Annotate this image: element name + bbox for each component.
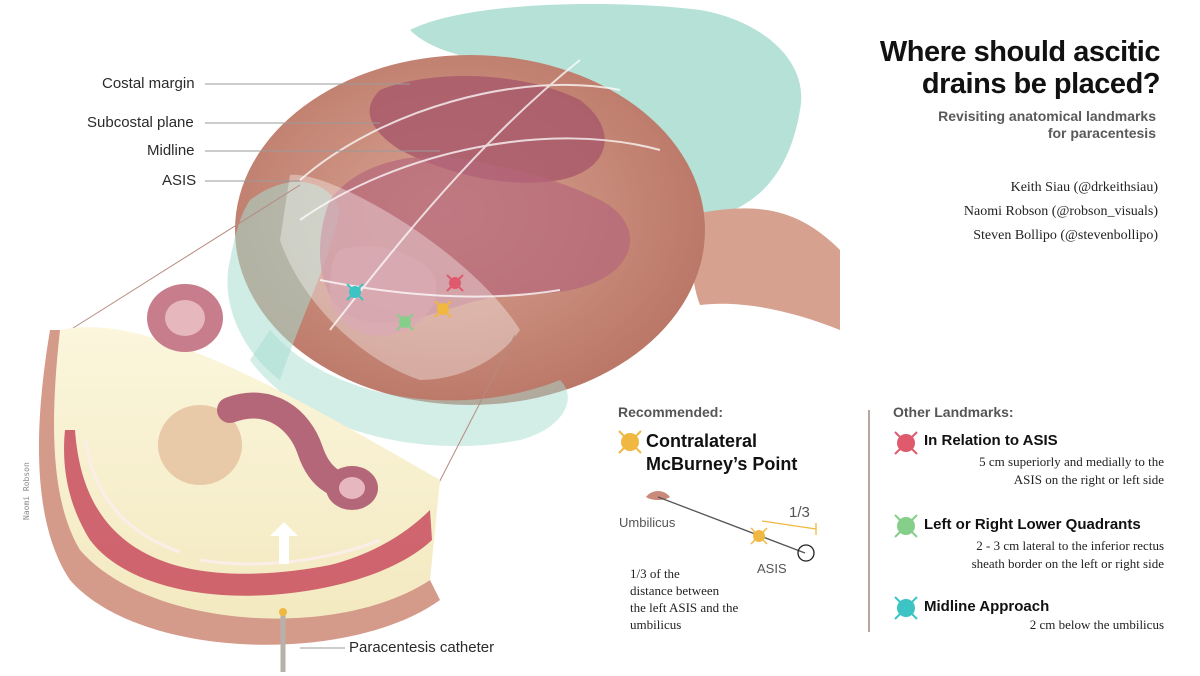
section-callout-lines (69, 184, 516, 501)
surgical-drape-lower (250, 330, 568, 447)
recommended-title-line-2: McBurney’s Point (646, 454, 798, 474)
transparent-overlay (280, 174, 520, 380)
marker-asis-relation (446, 274, 464, 292)
desc-line: 1/3 of the (630, 566, 680, 581)
one-third-label: 1/3 (789, 504, 810, 521)
umbilicus-icon (646, 491, 670, 500)
cross-section (38, 284, 441, 672)
landmark-desc-midline: 2 cm below the umbilicus (904, 616, 1164, 634)
desc-line: ASIS on the right or left side (1013, 472, 1164, 487)
desc-line: sheath border on the left or right side (971, 556, 1164, 571)
label-asis: ASIS (162, 172, 197, 189)
landmark-title-midline: Midline Approach (924, 598, 1050, 615)
one-third-bracket (761, 520, 817, 535)
surgical-drape-bottom (227, 181, 340, 380)
mcburney-diagram (646, 491, 817, 562)
label-subcostal-plane: Subcostal plane (87, 114, 194, 131)
label-midline: Midline (147, 142, 195, 159)
marker-lower-quadrant (396, 313, 414, 331)
page-subtitle: Revisiting anatomical landmarks for para… (856, 108, 1156, 142)
umbilicus-label: Umbilicus (619, 515, 676, 530)
desc-line: 5 cm superiorly and medially to the (979, 454, 1164, 469)
page-title: Where should ascitic drains be placed? (830, 36, 1161, 100)
landmark-title-lower-quadrants: Left or Right Lower Quadrants (924, 516, 1141, 533)
landmark-desc-lower-quadrants: 2 - 3 cm lateral to the inferior rectus … (904, 537, 1164, 573)
asis-relation-marker-icon (894, 431, 918, 455)
other-landmarks-heading: Other Landmarks: (893, 404, 1014, 420)
section-divider (868, 410, 870, 632)
liver (369, 76, 605, 183)
artist-signature: Naomi Robson (22, 462, 31, 520)
asis-point (797, 544, 815, 562)
lower-quadrant-marker-icon (894, 514, 918, 538)
subtitle-line-2: for paracentesis (1047, 125, 1156, 141)
author: Naomi Robson (@robson_visuals) (963, 204, 1158, 219)
author: Keith Siau (@drkeithsiau) (1010, 180, 1158, 195)
abdomen-illustration (38, 4, 840, 672)
label-paracentesis-catheter: Paracentesis catheter (349, 639, 495, 656)
label-leaders (205, 83, 440, 649)
landmark-title-asis: In Relation to ASIS (924, 432, 1058, 449)
mcburney-marker-icon (618, 430, 642, 454)
desc-line: umbilicus (630, 617, 682, 632)
recommended-heading: Recommended: (618, 404, 724, 420)
desc-line: distance between (630, 583, 720, 598)
title-line-1: Where should ascitic (879, 36, 1161, 68)
needle-direction-arrow (270, 522, 298, 564)
label-costal-margin: Costal margin (102, 75, 195, 92)
asis-diagram-label: ASIS (757, 561, 787, 576)
landmark-desc-asis: 5 cm superiorly and medially to the ASIS… (904, 453, 1164, 489)
desc-line: the left ASIS and the (630, 600, 739, 615)
desc-line: 2 - 3 cm lateral to the inferior rectus (976, 538, 1164, 553)
marker-midline (346, 283, 364, 301)
subtitle-line-1: Revisiting anatomical landmarks (938, 108, 1156, 124)
author-list: Keith Siau (@drkeithsiau) Naomi Robson (… (858, 176, 1158, 248)
arm (690, 208, 840, 330)
recommended-title-line-1: Contralateral (646, 431, 758, 451)
marker-mcburney (434, 300, 452, 318)
recommended-description: 1/3 of the distance between the left ASI… (630, 565, 780, 633)
recommended-title: Contralateral McBurney’s Point (646, 430, 846, 476)
author: Steven Bollipo (@stevenbollipo) (973, 228, 1158, 243)
desc-line: 2 cm below the umbilicus (1029, 617, 1164, 632)
midline-marker-icon (894, 596, 918, 620)
title-line-2: drains be placed? (921, 68, 1161, 100)
